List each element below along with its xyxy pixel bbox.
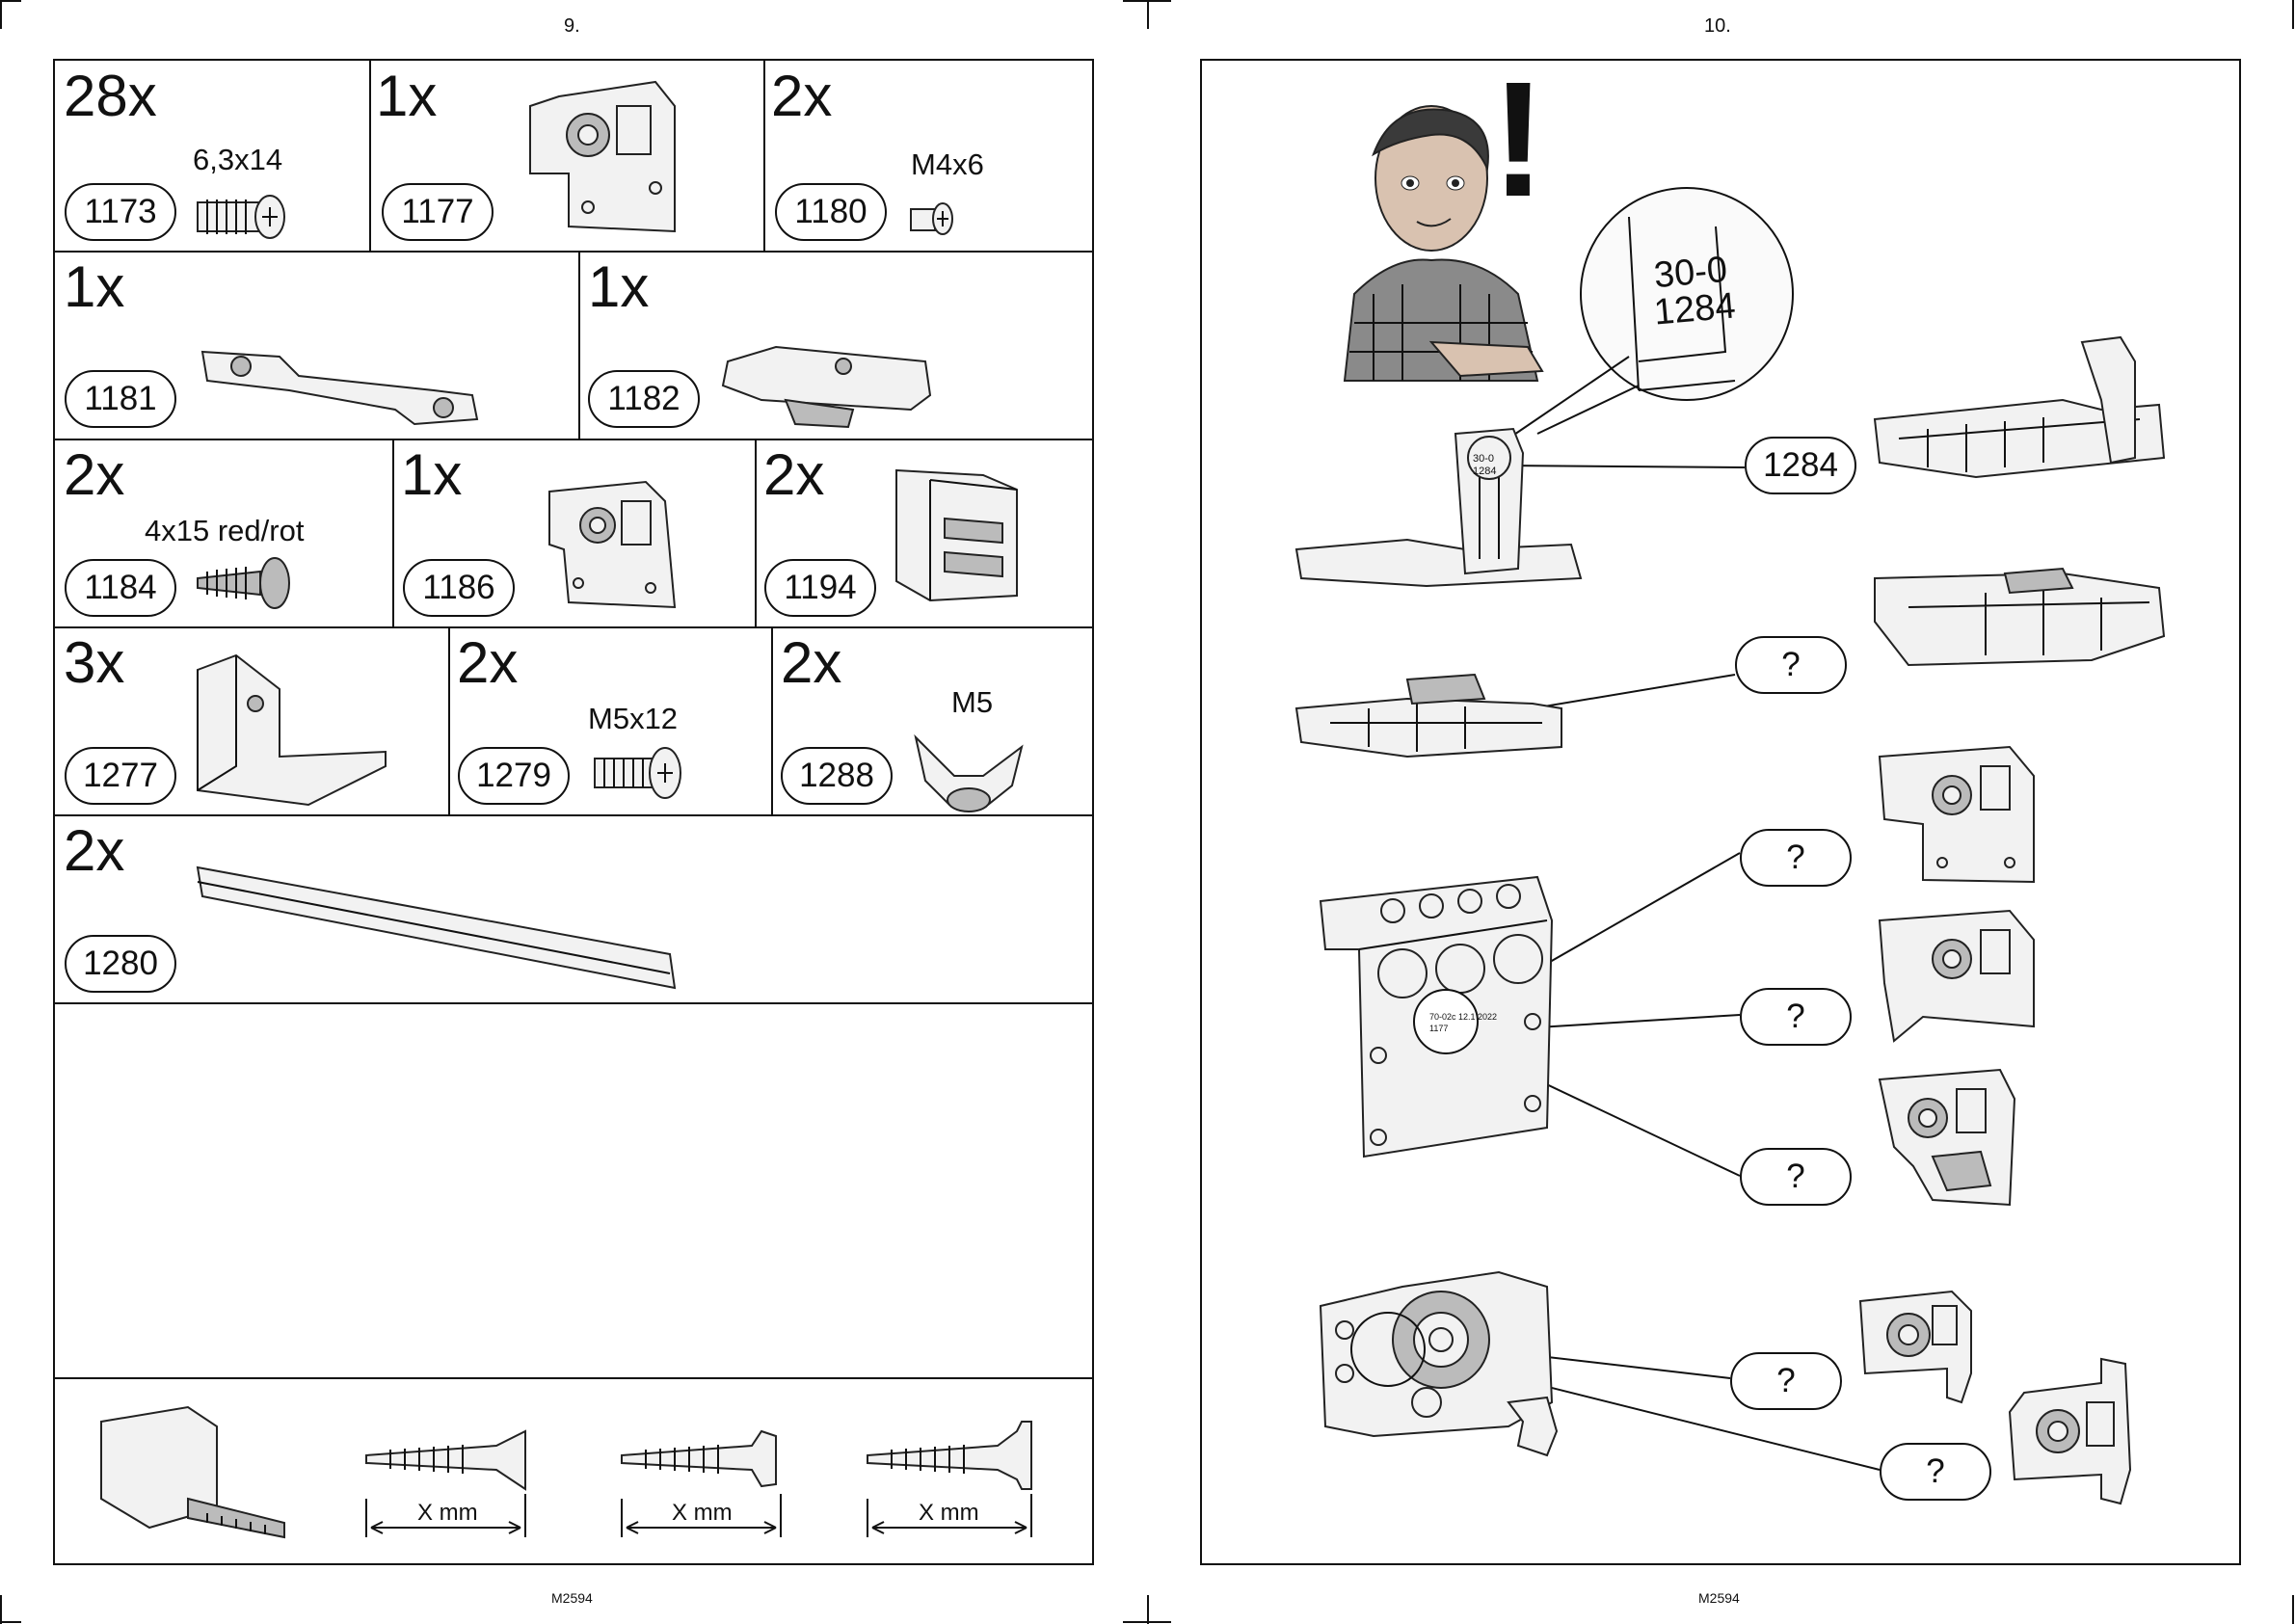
question-callout: ? (1735, 636, 1847, 694)
bracket-option-a-illustration (1875, 737, 2039, 887)
part-id-callout-1284: 1284 (1745, 437, 1856, 494)
question-callout: ? (1740, 829, 1852, 887)
damper-assembly-illustration (1292, 670, 1571, 766)
bracket-option-c-illustration (1875, 1060, 2039, 1210)
small-part-label: 30-0 (1473, 453, 1494, 465)
damper-option-illustration (1870, 564, 2169, 670)
bracket-label-text: 70-02c 12.1 2022 (1429, 1012, 1497, 1022)
stopper-option-illustration (1870, 333, 2169, 487)
question-callout: ? (1740, 1148, 1852, 1206)
wheel-bracket-assembly-illustration (1316, 1267, 1576, 1460)
small-part-label: 1284 (1473, 466, 1496, 477)
wheel-bracket-option-b-illustration (2005, 1354, 2140, 1508)
question-callout: ? (1880, 1443, 1991, 1501)
bracket-label-text: 1177 (1429, 1024, 1448, 1033)
question-callout: ? (1740, 988, 1852, 1046)
rail-stopper-illustration (1292, 414, 1600, 588)
bracket-option-b-illustration (1875, 901, 2039, 1046)
question-callout: ? (1730, 1352, 1842, 1410)
wheel-bracket-option-a-illustration (1855, 1287, 1981, 1412)
